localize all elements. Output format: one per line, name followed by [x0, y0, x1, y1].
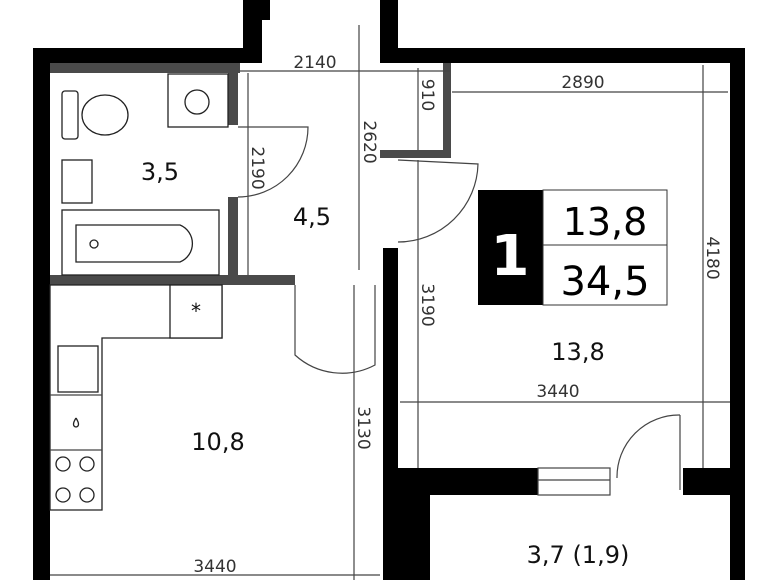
- fridge-icon: [169, 284, 223, 339]
- doors[interactable]: [237, 126, 681, 496]
- living-room-area: 13,8: [551, 338, 604, 366]
- kitchen-sink-icon: [57, 345, 99, 393]
- toilet-tank: [61, 90, 79, 140]
- dim-kitchen-height: 3130: [353, 406, 373, 449]
- badge-living-area: 13,8: [563, 200, 648, 244]
- bathroom-fixtures: [61, 73, 229, 276]
- dim-room-width: 3440: [536, 382, 579, 402]
- kitchen-door: [294, 285, 376, 374]
- rooms-count: 1: [491, 224, 530, 289]
- dim-kitchen-width: 3440: [193, 557, 236, 577]
- sink-icon: [61, 159, 93, 204]
- bathroom-door: [237, 126, 309, 198]
- bathroom-area: 3,5: [141, 158, 179, 186]
- dishwasher-icon: [72, 417, 80, 428]
- balcony-area: 3,7 (1,9): [527, 541, 630, 569]
- kitchen-fixtures: *: [49, 284, 223, 511]
- interior-walls: [50, 63, 451, 285]
- dim-closet-depth: 910: [417, 79, 437, 111]
- apartment-badge: 1 13,8 34,5: [478, 189, 668, 306]
- hall-area: 4,5: [293, 203, 331, 231]
- badge-total-area: 34,5: [560, 259, 649, 305]
- dim-room-inner-height: 3190: [417, 283, 437, 326]
- room-door: [397, 159, 479, 243]
- toilet-icon: [81, 94, 129, 136]
- dim-hall-height: 2620: [359, 120, 379, 163]
- window: [537, 467, 611, 496]
- dim-bath-height: 2190: [247, 146, 267, 189]
- svg-text:*: *: [191, 299, 201, 323]
- dim-hall-width: 2140: [293, 53, 336, 73]
- balcony-door: [616, 414, 681, 490]
- dim-room-height: 4180: [702, 236, 722, 279]
- dimension-lines: [50, 25, 730, 580]
- dim-room-width-top: 2890: [561, 73, 604, 93]
- stove-icon: [55, 456, 95, 503]
- kitchen-area: 10,8: [191, 428, 244, 456]
- exterior-walls: [33, 0, 745, 580]
